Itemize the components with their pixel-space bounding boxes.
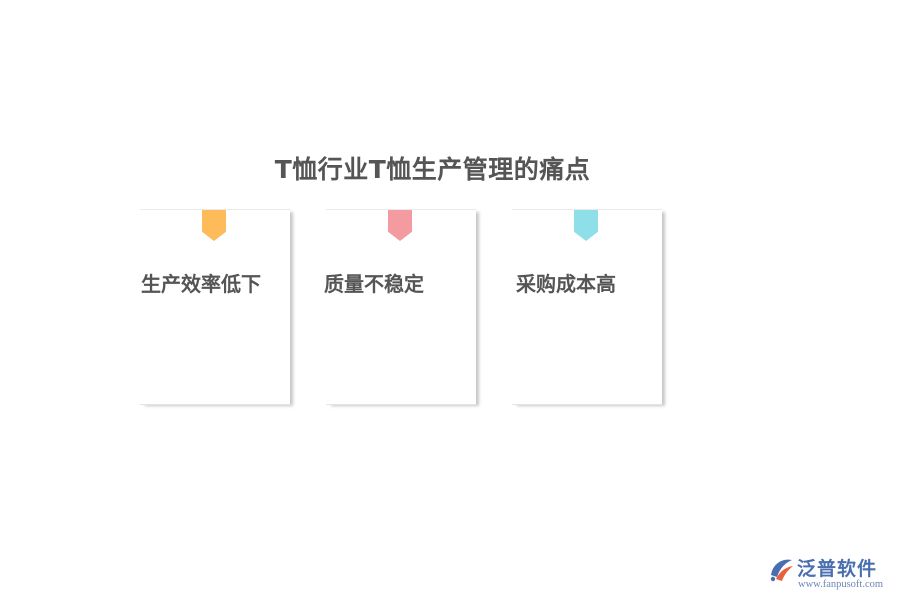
pain-point-card-quality: 质量不稳定 [324, 209, 476, 405]
fanpu-logo-icon [770, 559, 793, 582]
logo-url: www.fanpusoft.com [798, 579, 884, 590]
fanpu-logo: 泛普软件 www.fanpusoft.com [767, 553, 893, 595]
pain-point-card-procurement-cost: 采购成本高 [512, 209, 662, 405]
page-title: T恤行业T恤生产管理的痛点 [274, 155, 591, 184]
bookmark-tag-icon [202, 210, 226, 241]
card-label: 生产效率低下 [141, 272, 261, 296]
card-label: 质量不稳定 [324, 272, 424, 296]
bookmark-tag-icon [574, 210, 598, 241]
pain-point-card-production-efficiency: 生产效率低下 [140, 209, 290, 405]
card-label: 采购成本高 [516, 272, 616, 296]
logo-name: 泛普软件 [797, 558, 878, 580]
bookmark-tag-icon [388, 210, 412, 241]
